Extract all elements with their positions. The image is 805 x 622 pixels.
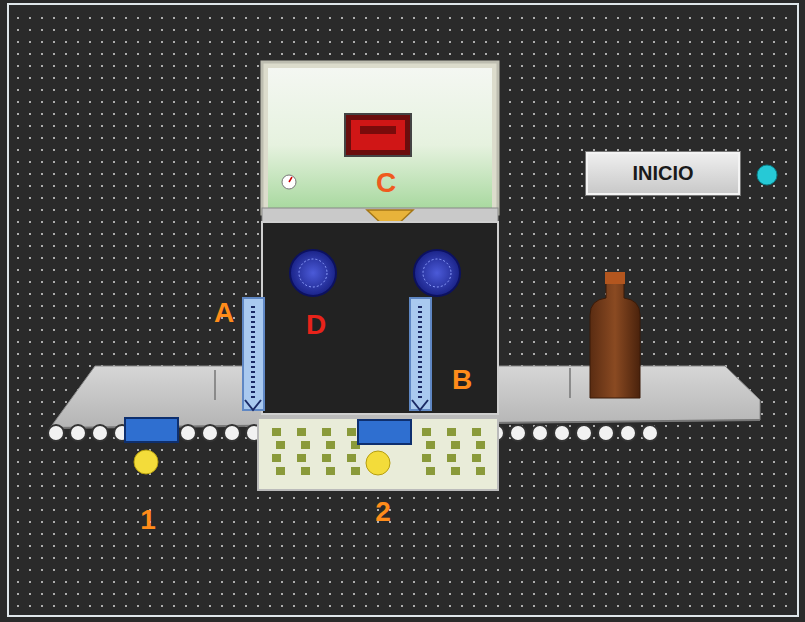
roller bbox=[620, 425, 636, 441]
roller bbox=[510, 425, 526, 441]
vent bbox=[297, 454, 306, 462]
vent bbox=[472, 428, 481, 436]
roller bbox=[224, 425, 240, 441]
vent bbox=[322, 428, 331, 436]
vent bbox=[326, 441, 335, 449]
roller bbox=[598, 425, 614, 441]
dial bbox=[290, 250, 336, 296]
roller bbox=[202, 425, 218, 441]
vent bbox=[347, 428, 356, 436]
dial bbox=[414, 250, 460, 296]
dot-grid bbox=[10, 10, 795, 610]
gauge-needle bbox=[289, 177, 292, 182]
roller bbox=[92, 425, 108, 441]
roller bbox=[180, 425, 196, 441]
dial-scale bbox=[299, 259, 327, 287]
frame bbox=[8, 4, 798, 616]
machine-housing bbox=[262, 62, 498, 214]
vent bbox=[476, 467, 485, 475]
roller bbox=[48, 425, 64, 441]
gauge bbox=[282, 175, 296, 189]
callout-letter: D bbox=[306, 311, 326, 339]
sensor bbox=[125, 418, 178, 442]
vent bbox=[351, 467, 360, 475]
vent bbox=[301, 441, 310, 449]
vent bbox=[426, 467, 435, 475]
tube bbox=[410, 298, 431, 410]
vent bbox=[451, 441, 460, 449]
bottle bbox=[590, 282, 640, 398]
vent bbox=[472, 454, 481, 462]
button-label: INICIO bbox=[632, 162, 693, 185]
tube-level bbox=[253, 306, 420, 398]
vent bbox=[322, 454, 331, 462]
roller bbox=[642, 425, 658, 441]
display bbox=[345, 114, 411, 156]
display-screen bbox=[351, 120, 405, 150]
vent bbox=[276, 467, 285, 475]
vent bbox=[276, 441, 285, 449]
callout-letter: 2 bbox=[375, 498, 391, 526]
callout-letter: 1 bbox=[140, 506, 156, 534]
vent bbox=[422, 454, 431, 462]
machine-body bbox=[262, 222, 498, 414]
vent bbox=[326, 467, 335, 475]
indicator-light bbox=[366, 451, 390, 475]
vent bbox=[447, 454, 456, 462]
roller bbox=[70, 425, 86, 441]
vent bbox=[297, 428, 306, 436]
start-lamp bbox=[757, 165, 777, 185]
roller bbox=[576, 425, 592, 441]
vent bbox=[426, 441, 435, 449]
start-button: INICIO bbox=[586, 152, 740, 195]
vent bbox=[447, 428, 456, 436]
vent bbox=[301, 467, 310, 475]
vent bbox=[347, 454, 356, 462]
roller bbox=[554, 425, 570, 441]
roller bbox=[532, 425, 548, 441]
callout-letter: B bbox=[452, 366, 472, 394]
callout-letter: C bbox=[376, 169, 396, 197]
callout-letter: A bbox=[214, 299, 234, 327]
tube-tip bbox=[245, 400, 428, 410]
indicator-light bbox=[134, 450, 158, 474]
dial-scale bbox=[423, 259, 451, 287]
vent bbox=[476, 441, 485, 449]
display-digits bbox=[360, 126, 396, 134]
machine-base bbox=[258, 418, 498, 490]
tank-panel bbox=[268, 68, 492, 208]
sensor bbox=[358, 420, 411, 444]
bottle-cap bbox=[605, 272, 625, 284]
vent bbox=[422, 428, 431, 436]
vent bbox=[272, 454, 281, 462]
tube bbox=[243, 298, 264, 410]
vent bbox=[272, 428, 281, 436]
vent bbox=[451, 467, 460, 475]
